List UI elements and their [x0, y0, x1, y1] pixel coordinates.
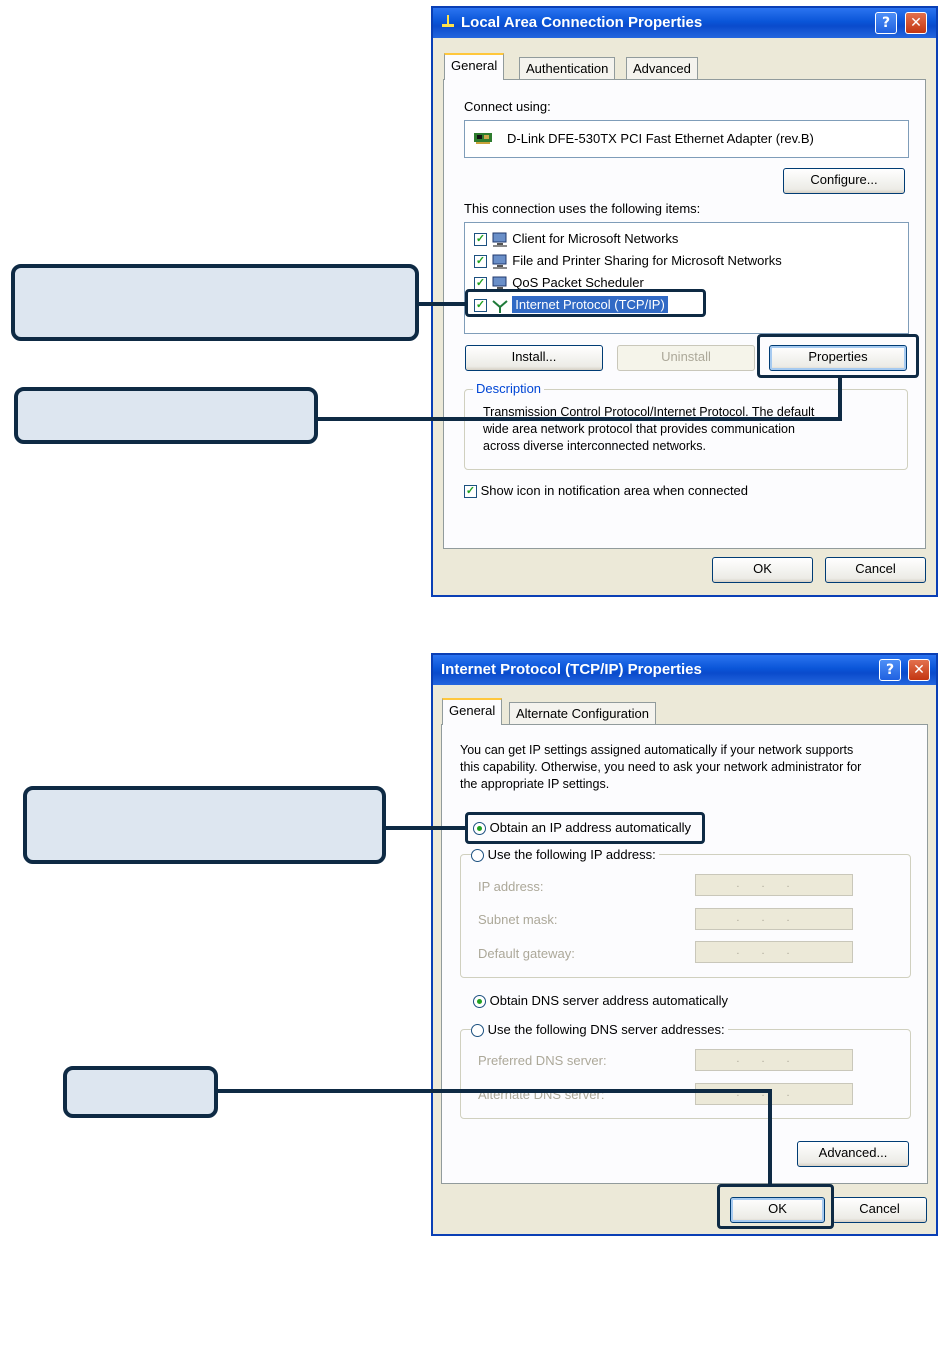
- dialog1-close-button[interactable]: ✕: [905, 12, 927, 34]
- description-line-2: wide area network protocol that provides…: [483, 422, 795, 436]
- uninstall-button: Uninstall: [617, 345, 755, 371]
- obtain-ip-highlight: [465, 812, 705, 844]
- item-checkbox[interactable]: ✓: [474, 233, 487, 247]
- callout-line-1: [419, 302, 466, 306]
- list-item-selected[interactable]: ✓ Internet Protocol (TCP/IP): [474, 296, 668, 314]
- obtain-ip-radio[interactable]: [473, 822, 486, 836]
- install-button[interactable]: Install...: [465, 345, 603, 371]
- item-label: Client for Microsoft Networks: [512, 231, 679, 246]
- callout-line-2a: [318, 417, 841, 421]
- items-list[interactable]: ✓ Client for Microsoft Networks ✓ File a…: [464, 222, 909, 334]
- protocol-icon: [491, 298, 509, 314]
- preferred-dns-label: Preferred DNS server:: [478, 1053, 607, 1068]
- properties-highlight: [757, 334, 919, 378]
- static-dns-group: [460, 1029, 911, 1119]
- intro-line-3: the appropriate IP settings.: [460, 777, 610, 791]
- list-item[interactable]: ✓ File and Printer Sharing for Microsoft…: [474, 253, 782, 270]
- ip-address-label: IP address:: [478, 879, 544, 894]
- dialog2-cancel-button[interactable]: Cancel: [832, 1197, 927, 1223]
- configure-button[interactable]: Configure...: [783, 168, 905, 194]
- item-checkbox[interactable]: ✓: [474, 299, 487, 313]
- subnet-mask-label: Subnet mask:: [478, 912, 558, 927]
- callout-box-4: [63, 1066, 218, 1118]
- preferred-dns-field: ...: [695, 1049, 853, 1071]
- description-line-1: Transmission Control Protocol/Internet P…: [483, 405, 815, 419]
- callout-line-4a: [218, 1089, 772, 1093]
- advanced-button[interactable]: Advanced...: [797, 1141, 909, 1167]
- use-dns-label: Use the following DNS server addresses:: [487, 1022, 725, 1037]
- obtain-dns-label: Obtain DNS server address automatically: [489, 993, 729, 1008]
- items-label: This connection uses the following items…: [464, 201, 701, 216]
- ok-highlight: [717, 1184, 834, 1229]
- tab-general[interactable]: General: [444, 53, 505, 80]
- dialog1-help-button[interactable]: ?: [875, 12, 897, 34]
- tab-general[interactable]: General: [442, 698, 503, 725]
- list-item[interactable]: ✓ Client for Microsoft Networks: [474, 231, 678, 248]
- dialog2-title: Internet Protocol (TCP/IP) Properties: [441, 661, 702, 678]
- tab-authentication[interactable]: Authentication: [519, 57, 616, 80]
- adapter-name: D-Link DFE-530TX PCI Fast Ethernet Adapt…: [507, 131, 814, 146]
- default-gateway-field: ...: [695, 941, 853, 963]
- use-dns-radio[interactable]: [471, 1024, 484, 1038]
- dialog2-close-button[interactable]: ✕: [908, 659, 930, 681]
- item-label: Internet Protocol (TCP/IP): [512, 296, 668, 313]
- show-icon-label: Show icon in notification area when conn…: [480, 483, 749, 498]
- ip-address-field: ...: [695, 874, 853, 896]
- item-label: File and Printer Sharing for Microsoft N…: [512, 253, 782, 268]
- dialog2-ok-button[interactable]: OK: [730, 1197, 825, 1223]
- connect-using-label: Connect using:: [464, 99, 551, 114]
- dialog2-titlebar[interactable]: Internet Protocol (TCP/IP) Properties: [433, 655, 936, 685]
- description-title: Description: [473, 381, 545, 396]
- use-ip-option[interactable]: Use the following IP address:: [471, 847, 659, 863]
- item-checkbox[interactable]: ✓: [474, 255, 487, 269]
- tab-advanced[interactable]: Advanced: [626, 57, 698, 80]
- subnet-mask-field: ...: [695, 908, 853, 930]
- use-ip-radio[interactable]: [471, 849, 484, 863]
- obtain-ip-label: Obtain an IP address automatically: [489, 820, 691, 835]
- obtain-ip-option[interactable]: Obtain an IP address automatically: [473, 820, 691, 836]
- obtain-dns-radio[interactable]: [473, 995, 486, 1009]
- dialog1-ok-button[interactable]: OK: [712, 557, 813, 583]
- tcpip-properties-dialog: Internet Protocol (TCP/IP) Properties ? …: [431, 653, 938, 1236]
- intro-line-2: this capability. Otherwise, you need to …: [460, 760, 862, 774]
- item-label: QoS Packet Scheduler: [512, 275, 644, 290]
- dialog1-title: Local Area Connection Properties: [461, 14, 703, 31]
- properties-button[interactable]: Properties: [769, 345, 907, 371]
- adapter-field: D-Link DFE-530TX PCI Fast Ethernet Adapt…: [464, 120, 909, 158]
- network-icon: [441, 10, 455, 27]
- intro-line-1: You can get IP settings assigned automat…: [460, 743, 854, 757]
- list-item[interactable]: ✓ QoS Packet Scheduler: [474, 275, 644, 292]
- network-card-icon: [474, 132, 492, 147]
- description-line-3: across diverse interconnected networks.: [483, 439, 707, 453]
- client-network-icon: [491, 232, 509, 248]
- obtain-dns-option[interactable]: Obtain DNS server address automatically: [473, 993, 729, 1009]
- use-dns-option[interactable]: Use the following DNS server addresses:: [471, 1022, 728, 1038]
- callout-box-3: [23, 786, 386, 864]
- callout-line-3: [386, 826, 466, 830]
- static-ip-group: [460, 854, 911, 978]
- description-group: [464, 389, 908, 470]
- callout-line-2b: [838, 378, 842, 421]
- show-icon-option[interactable]: ✓ Show icon in notification area when co…: [464, 483, 749, 499]
- tcpip-highlight: [465, 289, 706, 317]
- dialog1-titlebar[interactable]: Local Area Connection Properties: [433, 8, 936, 38]
- show-icon-checkbox[interactable]: ✓: [464, 485, 477, 499]
- alternate-dns-field: ...: [695, 1083, 853, 1105]
- use-ip-label: Use the following IP address:: [487, 847, 656, 862]
- callout-line-4b: [768, 1089, 772, 1185]
- dialog2-help-button[interactable]: ?: [879, 659, 901, 681]
- callout-box-2: [14, 387, 318, 444]
- tab-alternate-configuration[interactable]: Alternate Configuration: [509, 702, 656, 725]
- printer-sharing-icon: [491, 254, 509, 270]
- default-gateway-label: Default gateway:: [478, 946, 575, 961]
- dialog1-cancel-button[interactable]: Cancel: [825, 557, 926, 583]
- callout-box-1: [11, 264, 419, 341]
- local-area-connection-properties-dialog: Local Area Connection Properties ? ✕ Gen…: [431, 6, 938, 597]
